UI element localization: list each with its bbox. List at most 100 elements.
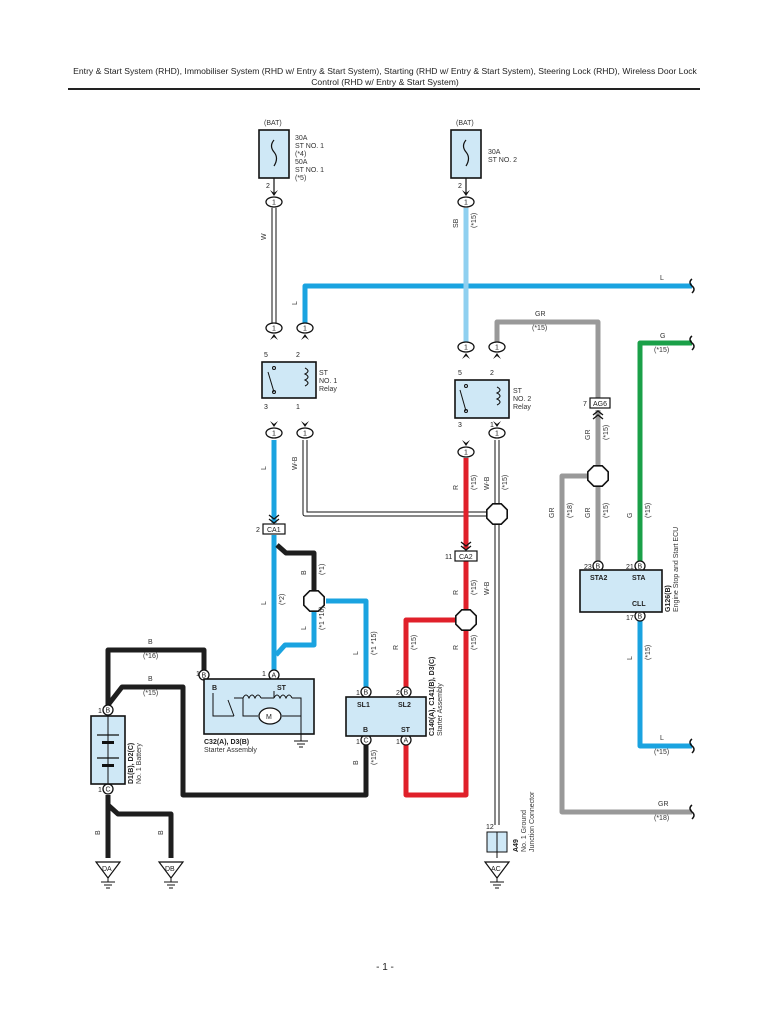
wire-label: R xyxy=(453,645,460,650)
svg-text:1: 1 xyxy=(303,431,307,438)
terminal-pin: B xyxy=(360,686,372,698)
connector-arrow-icon xyxy=(270,334,278,340)
relay-pin: 1 xyxy=(490,422,494,429)
wire-r-st xyxy=(403,631,469,798)
starter-name: Starter Assembly xyxy=(437,683,444,736)
svg-text:1: 1 xyxy=(464,200,468,207)
wire-label: (*15) xyxy=(371,750,378,765)
junction-name: Junction Connector xyxy=(529,791,536,852)
fuse-source-label: (BAT) xyxy=(264,120,282,127)
wire-label: R xyxy=(453,590,460,595)
wire-label: (*15) xyxy=(471,580,478,595)
connector-arrow-icon xyxy=(462,190,470,196)
svg-text:1: 1 xyxy=(303,326,307,333)
relay-coil-icon xyxy=(495,386,501,406)
ecu-pin: 17 xyxy=(626,615,634,622)
wire-label: (*18) xyxy=(567,503,574,518)
wire-label: (*15) xyxy=(143,690,158,697)
wire-label: L xyxy=(627,656,634,660)
svg-text:1: 1 xyxy=(495,345,499,352)
connector-arrow-icon xyxy=(493,353,501,359)
ground-icon xyxy=(294,740,308,748)
fuse-icon xyxy=(462,139,470,167)
wire-label: GR xyxy=(549,508,556,519)
junction-code: A49 xyxy=(513,839,520,852)
inline-connector: 1 xyxy=(296,421,314,439)
connector-label: CA1 xyxy=(267,527,281,534)
splice-point xyxy=(485,502,509,526)
svg-text:B: B xyxy=(638,564,643,571)
wire-label: (*15) xyxy=(654,749,669,756)
fuse-source-label: (BAT) xyxy=(456,120,474,127)
wire-break-icon xyxy=(689,335,695,351)
svg-text:1: 1 xyxy=(272,431,276,438)
wire-label: GR xyxy=(585,430,592,441)
starter-assembly-1: B ST M C32(A), D3(B) Starter Assembly 1 … xyxy=(196,671,315,754)
starter-code: C140(A), C141(B), D3(C) xyxy=(429,657,436,736)
connector-arrow-icon xyxy=(301,421,309,427)
ecu-name: Engine Stop and Start ECU xyxy=(673,527,680,612)
wire-label: (*15) xyxy=(411,635,418,650)
relay-pin: 5 xyxy=(264,352,268,359)
wire-b-15 xyxy=(106,684,369,798)
wire-label: W-B xyxy=(292,456,299,470)
splice-point xyxy=(586,464,610,488)
wire-b-16 xyxy=(105,647,207,705)
wire-label: (*15) xyxy=(471,213,478,228)
wire-label: W-B xyxy=(484,581,491,595)
starter-pin: 1 xyxy=(356,739,360,746)
wire-label: (*2) xyxy=(279,594,286,605)
wire-label: R xyxy=(453,485,460,490)
wire-label: GR xyxy=(658,801,669,808)
wire-label: (*15) xyxy=(471,635,478,650)
inline-connector: 1 xyxy=(265,322,283,340)
ground-icon xyxy=(164,878,178,889)
svg-text:1: 1 xyxy=(272,326,276,333)
wire-label: (*15) xyxy=(654,347,669,354)
wire-label: (*15) xyxy=(645,645,652,660)
svg-text:1: 1 xyxy=(272,200,276,207)
connector-arrow-icon xyxy=(462,440,470,446)
starter-code: C32(A), D3(B) xyxy=(204,739,249,746)
wire-label: R xyxy=(393,645,400,650)
svg-text:1: 1 xyxy=(464,450,468,457)
fuse-name: ST NO. 2 xyxy=(488,157,517,164)
relay-pin: 1 xyxy=(296,404,300,411)
battery-name: No. 1 Battery xyxy=(136,743,143,784)
relay-coil-icon xyxy=(303,367,309,387)
wire-gr-18 xyxy=(559,473,692,815)
relay-pin: 2 xyxy=(490,370,494,377)
relay-label: NO. 2 xyxy=(513,396,531,403)
svg-text:B: B xyxy=(202,673,207,680)
ground-icon xyxy=(490,878,504,889)
wire-l-splice-b xyxy=(326,598,369,687)
relay-st-no1: 5 2 3 1 ST NO. 1 Relay xyxy=(261,352,337,411)
fuse-st-no1: (BAT) 2 30A ST NO. 1 (*4) 50A ST NO. 1 (… xyxy=(258,120,324,193)
svg-text:A: A xyxy=(272,673,277,680)
engine-stop-start-ecu: STA2 STA CLL 23 21 17 G126(B) Engine Sto… xyxy=(579,527,680,622)
wire-label: G xyxy=(660,333,665,340)
wire-label: (*15) xyxy=(532,325,547,332)
relay-pin: 3 xyxy=(264,404,268,411)
connector-ca2: CA2 11 xyxy=(445,541,478,562)
terminal-pin: A xyxy=(400,734,412,746)
starter-terminal: SL1 xyxy=(357,702,370,709)
wire-label: L xyxy=(261,601,268,605)
ground-da: DA xyxy=(94,861,122,889)
connector-arrow-icon xyxy=(270,190,278,196)
ecu-terminal: CLL xyxy=(632,601,646,608)
motor-label: M xyxy=(266,714,272,721)
wire-label: L xyxy=(292,301,299,305)
wire-l-cll xyxy=(637,620,692,749)
ground-junction-connector: 12 A49 No. 1 Ground Junction Connector xyxy=(486,791,536,858)
svg-text:AC: AC xyxy=(491,866,501,873)
starter-terminal: SL2 xyxy=(398,702,411,709)
wire-label: L xyxy=(353,651,360,655)
connector-chevron-icon xyxy=(460,541,472,551)
connector-label: AG6 xyxy=(593,401,607,408)
junction-name: No. 1 Ground xyxy=(521,810,528,852)
svg-text:B: B xyxy=(404,690,409,697)
ground-ac: AC xyxy=(483,861,511,889)
